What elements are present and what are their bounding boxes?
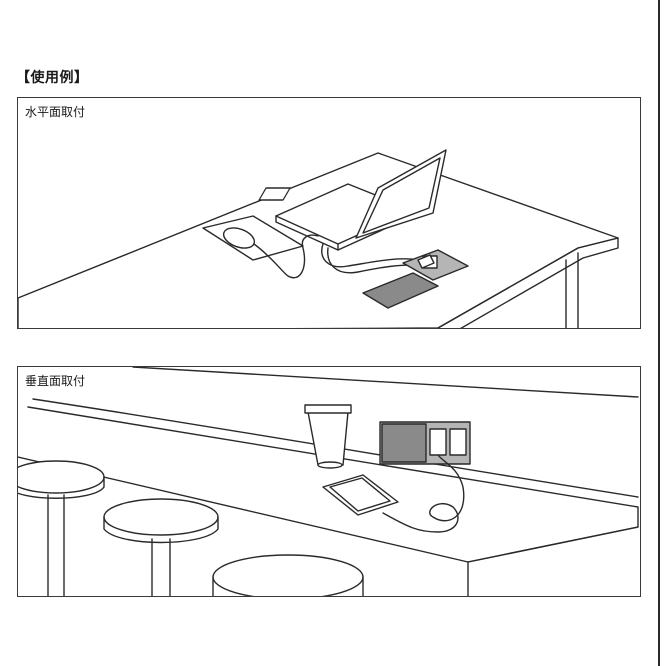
- stool-right: [212, 554, 364, 596]
- horizontal-mount-illustration: [18, 149, 619, 328]
- coffee-cup: [304, 404, 352, 469]
- panel-label-horizontal: 水平面取付: [25, 103, 88, 120]
- outlet-lid: [362, 272, 439, 309]
- counter-front: [467, 526, 639, 596]
- panel-vertical-mount: 垂直面取付: [17, 366, 641, 597]
- laptop-cable-2: [327, 247, 424, 274]
- right-page-rule: [658, 0, 660, 666]
- phone-cable: [382, 454, 465, 533]
- panel-label-vertical: 垂直面取付: [25, 372, 88, 389]
- vertical-mount-illustration: [18, 367, 639, 596]
- laptop-trackpad: [258, 187, 291, 201]
- wall-outlet-cover: [381, 423, 427, 463]
- panel-horizontal-mount: 水平面取付: [17, 97, 641, 329]
- stool-left: [18, 460, 105, 596]
- counter-back-edge: [132, 367, 639, 398]
- wall-outlet-socket: [429, 428, 447, 456]
- stool-middle: [103, 498, 219, 596]
- section-heading: 【使用例】: [16, 70, 89, 86]
- tabletop-edge: [437, 237, 619, 328]
- power-plug: [417, 254, 435, 269]
- laptop-cable-1: [321, 243, 419, 268]
- wall-outlet-socket-2: [449, 428, 467, 456]
- mouse-cable: [253, 234, 319, 279]
- table-leg: [565, 252, 579, 328]
